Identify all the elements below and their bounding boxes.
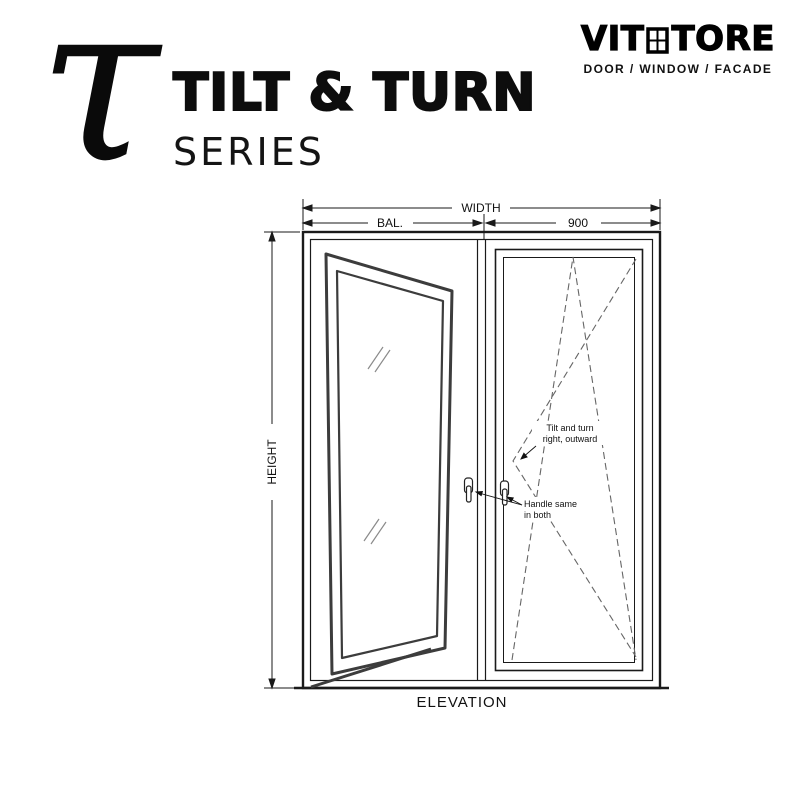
- window-icon: [646, 26, 670, 54]
- elevation-caption: ELEVATION: [417, 694, 508, 711]
- dimension-height: [264, 230, 300, 690]
- handle-left: [463, 477, 474, 503]
- right-sash: [494, 248, 644, 672]
- annotation-handle-line1: Handle same: [524, 499, 577, 509]
- glass-hatch-marks: [363, 346, 391, 545]
- dim-height-label: HEIGHT: [265, 439, 279, 485]
- drawing-labels: WIDTH BAL. 900 HEIGHT Tilt and turn righ…: [265, 201, 597, 711]
- annotation-handle-line2: in both: [524, 510, 551, 520]
- dim-width-label: WIDTH: [461, 201, 500, 215]
- tau-symbol: τ: [38, 0, 160, 211]
- window-frame: [294, 230, 669, 690]
- dimension-width: [301, 199, 662, 239]
- series-title: TILT & TURN: [172, 63, 537, 123]
- dim-bal-label: BAL.: [377, 216, 403, 230]
- dim-900-label: 900: [568, 216, 588, 230]
- brand-block: VIT TORE DOOR / WINDOW / FACADE: [580, 19, 775, 76]
- series-subtitle: SERIES: [173, 129, 325, 174]
- annotation-tilt-line2: right, outward: [543, 434, 598, 444]
- brand-name-left: VIT: [580, 19, 645, 59]
- series-title-block: TILT & TURN SERIES: [172, 63, 537, 174]
- left-open-sash: [310, 252, 454, 689]
- tilt-turn-symbol: [511, 256, 637, 661]
- brand-name-right: TORE: [671, 19, 775, 59]
- annotation-leaders: [474, 445, 537, 506]
- brand-name: VIT TORE: [580, 19, 775, 59]
- annotation-bg-tilt: [532, 421, 610, 445]
- brand-tagline: DOOR / WINDOW / FACADE: [583, 62, 773, 76]
- annotation-bg-handle: [520, 497, 584, 521]
- handle-right: [499, 480, 510, 506]
- annotation-tilt-line1: Tilt and turn: [546, 423, 593, 433]
